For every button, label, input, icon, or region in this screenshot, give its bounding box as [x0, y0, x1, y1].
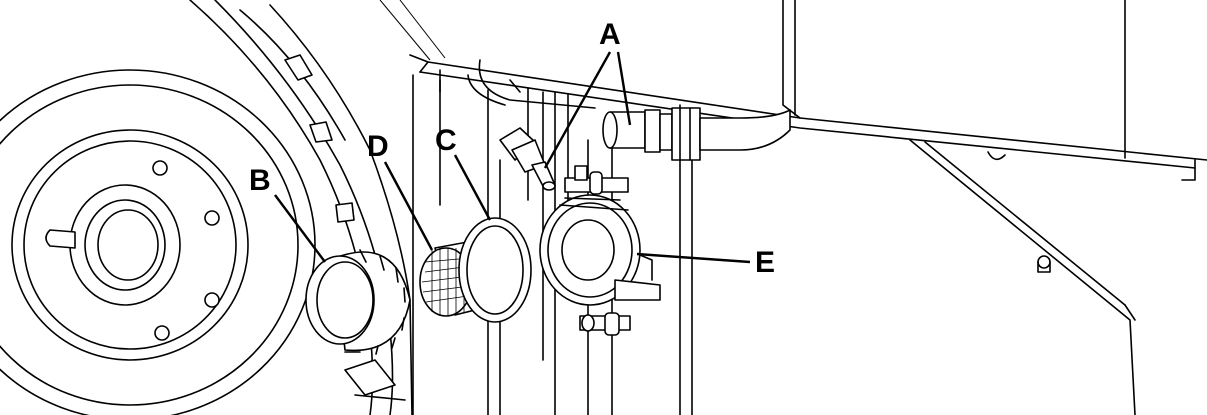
leader-lines	[274, 51, 751, 264]
strainer-housing-e	[539, 194, 661, 306]
leader-a-nozzle	[543, 51, 612, 169]
upper-clamp	[564, 165, 629, 195]
leader-a-elbow	[616, 51, 632, 126]
leader-e	[636, 252, 751, 264]
lower-clamp	[579, 312, 631, 336]
leader-c	[453, 154, 492, 221]
callout-a: A	[599, 18, 621, 51]
coupler-nozzle	[499, 127, 556, 191]
callout-d: D	[367, 130, 389, 163]
leader-d	[383, 161, 434, 251]
callout-e: E	[755, 246, 776, 279]
tank-panel	[379, 0, 1207, 415]
callout-c: C	[435, 124, 457, 157]
cap-b	[305, 249, 411, 355]
gasket-ring-c	[458, 217, 532, 323]
callout-b: B	[249, 164, 271, 197]
leader-b	[274, 194, 326, 263]
pump-housing	[0, 0, 413, 415]
